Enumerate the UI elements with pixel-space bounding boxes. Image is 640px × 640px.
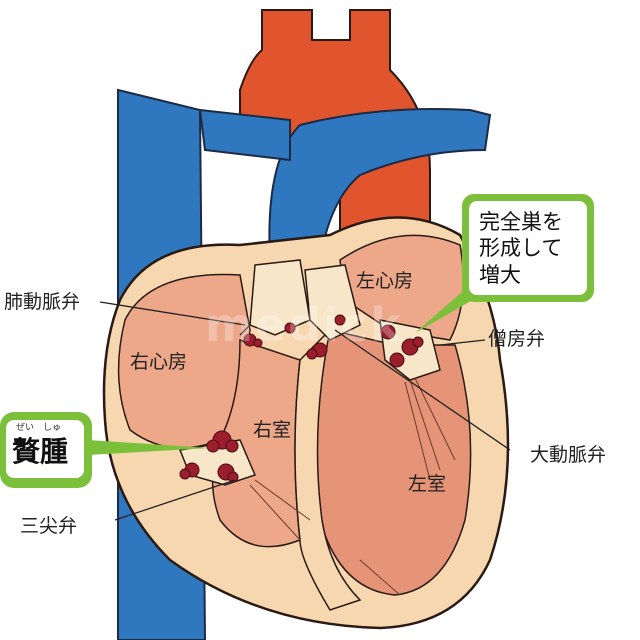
label-pulmonary-valve: 肺動脈弁 xyxy=(4,291,81,313)
aortic-valve-shape xyxy=(304,264,361,341)
chordae xyxy=(249,377,456,596)
vegetation-ruby: ぜい しゅ xyxy=(16,423,62,433)
left-atrium-chamber xyxy=(339,234,465,341)
growth-callout: 完全巣を 形成して 増大 xyxy=(462,194,594,302)
septum xyxy=(294,327,362,611)
label-right-ventricle: 右室 xyxy=(253,419,292,441)
growth-callout-text: 完全巣を 形成して 増大 xyxy=(479,210,563,287)
pulmonary-branch xyxy=(198,108,291,162)
vegetation-callout: ぜい しゅ 贅腫 xyxy=(0,412,92,488)
label-aortic-valve: 大動脈弁 xyxy=(530,444,607,466)
label-left-atrium: 左心房 xyxy=(356,270,414,292)
vegetations xyxy=(179,314,424,483)
label-left-ventricle: 左室 xyxy=(408,473,447,495)
label-tricuspid-valve: 三尖弁 xyxy=(20,515,78,537)
pulmonary-artery xyxy=(268,108,492,261)
vegetation-callout-inner: ぜい しゅ 贅腫 xyxy=(6,420,84,478)
vegetation-callout-pointer xyxy=(88,440,210,455)
label-right-atrium: 右心房 xyxy=(130,351,188,373)
watermark: medick xyxy=(205,298,403,352)
label-mitral-valve: 僧房弁 xyxy=(488,328,546,350)
leader-lines xyxy=(99,301,511,521)
growth-callout-inner: 完全巣を 形成して 増大 xyxy=(469,201,587,295)
vegetation-callout-text: 贅腫 xyxy=(12,435,69,468)
